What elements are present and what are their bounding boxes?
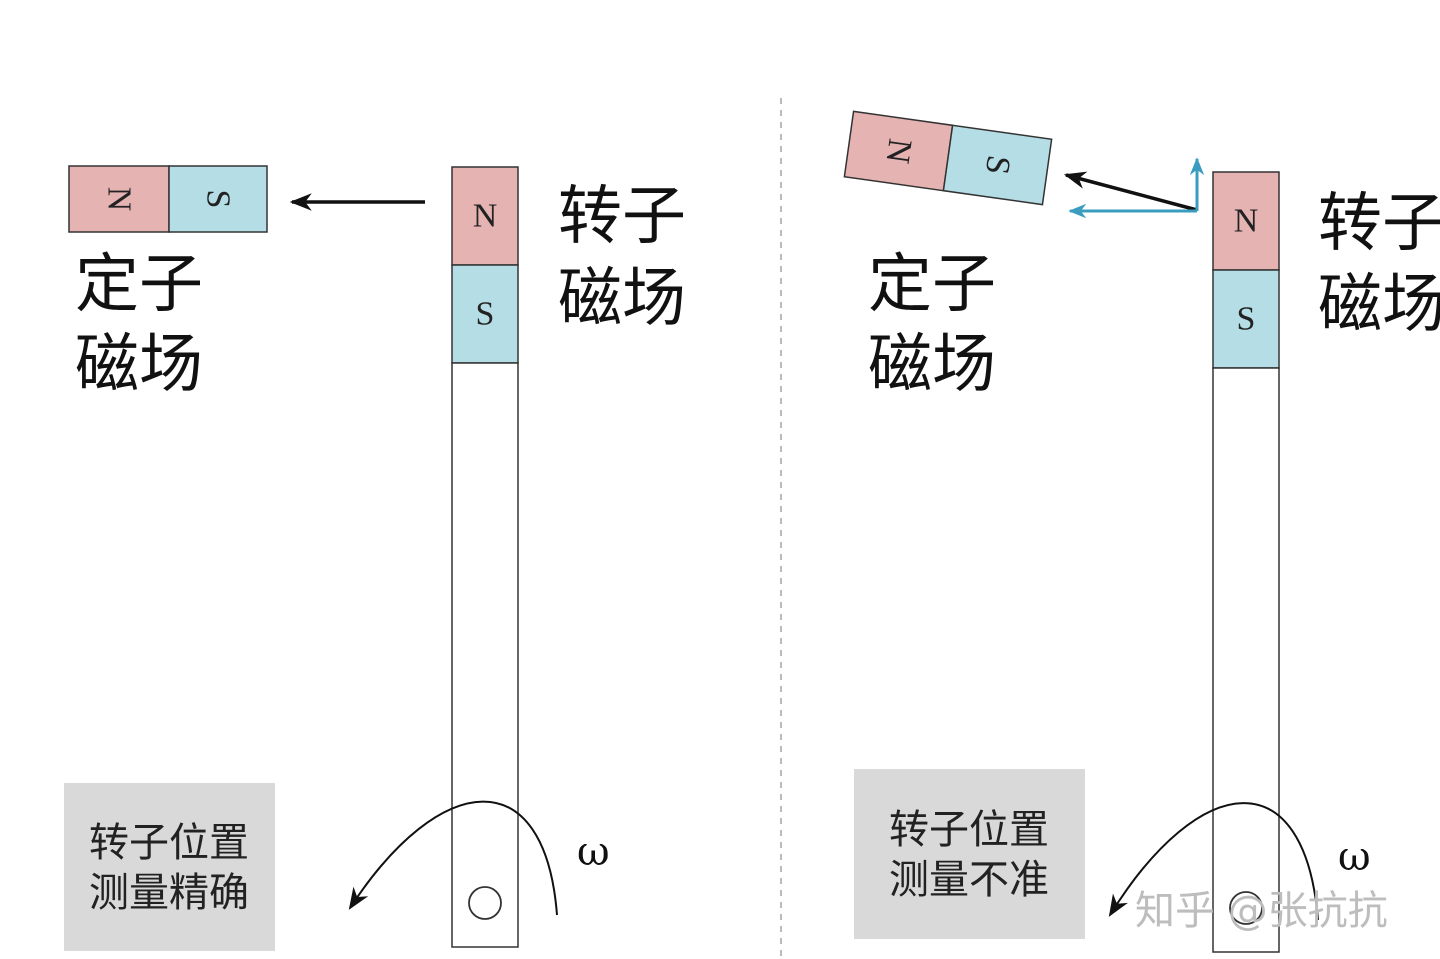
watermark: 知乎 @张抗抗 — [1135, 888, 1388, 934]
right-status-line1: 转子位置 — [889, 807, 1049, 853]
right-panel: N S 定子 磁场 N S 转子 磁场 ω 转子位置 测量不准 — [843, 110, 1440, 953]
left-rotor-shaft — [451, 362, 519, 948]
right-stator-magnet: N S — [843, 110, 1053, 206]
left-stator-n-pole — [68, 165, 170, 233]
right-rotation-arrow — [1108, 802, 1319, 921]
left-rotor: N S — [451, 166, 519, 948]
right-rotor-n-pole — [1212, 171, 1280, 271]
right-rotor-shaft — [1212, 367, 1280, 953]
right-status-box — [854, 769, 1085, 939]
right-field-arrow — [1063, 171, 1198, 212]
left-panel: N S 定子 磁场 N S 转子 磁场 ω 转子位置 测量精确 — [64, 165, 686, 951]
right-rotor-label-line1: 转子 — [1318, 187, 1440, 261]
left-rotor-n-label: N — [473, 198, 498, 235]
right-stator-label-line2: 磁场 — [868, 328, 996, 402]
right-rotor-n-label: N — [1234, 203, 1259, 240]
left-rotation-arrow — [348, 800, 558, 916]
left-status-line2: 测量精确 — [89, 870, 249, 916]
right-rotor: N S — [1212, 171, 1280, 953]
left-stator-n-label: N — [101, 187, 138, 212]
right-stator-s-pole — [942, 124, 1053, 206]
right-stator-n-label: N — [878, 136, 918, 165]
left-stator-label-line1: 定子 — [75, 248, 203, 322]
right-rotor-pivot — [1229, 891, 1263, 925]
left-rotor-label-line2: 磁场 — [558, 262, 686, 336]
left-stator-s-label: S — [200, 190, 237, 209]
right-rotor-label-line2: 磁场 — [1318, 268, 1440, 342]
left-stator-label-line2: 磁场 — [75, 328, 203, 402]
left-rotor-s-pole — [451, 264, 519, 364]
left-rotor-pivot — [468, 886, 502, 920]
left-status-box — [64, 783, 275, 951]
right-omega-label: ω — [1338, 834, 1371, 880]
left-omega-label: ω — [577, 829, 610, 875]
left-rotor-s-label: S — [476, 296, 495, 333]
right-rotor-s-label: S — [1237, 301, 1256, 338]
left-stator-magnet: N S — [68, 165, 268, 233]
right-status-line2: 测量不准 — [889, 857, 1049, 903]
left-stator-s-pole — [168, 165, 268, 233]
left-status-line1: 转子位置 — [89, 820, 249, 866]
left-rotor-label-line1: 转子 — [558, 180, 686, 254]
right-stator-s-label: S — [978, 153, 1017, 177]
right-stator-label-line1: 定子 — [868, 248, 996, 322]
